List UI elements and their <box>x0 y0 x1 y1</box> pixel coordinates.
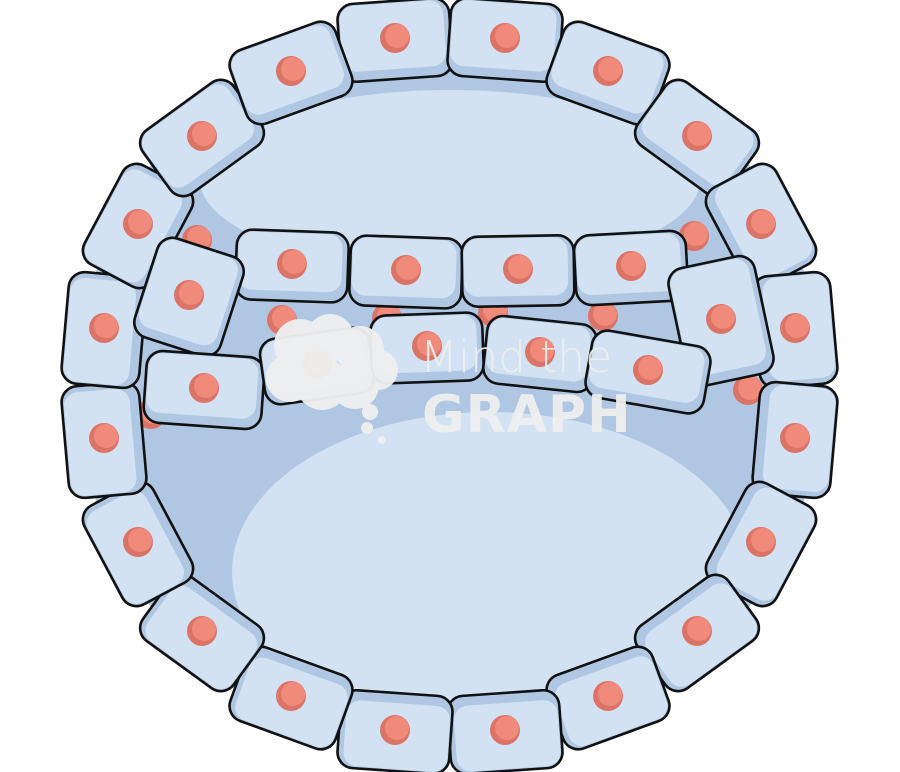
trophoblast-cell <box>751 270 839 390</box>
trophoblast-cell <box>138 78 266 198</box>
inner-mass-cell <box>234 228 350 304</box>
trophoblast-cell <box>60 270 148 390</box>
watermark-line1: Mind the <box>420 332 612 383</box>
trophoblast-cell <box>704 480 818 608</box>
inner-mass-cell <box>482 314 598 394</box>
trophoblast-cell <box>751 380 839 500</box>
trophoblast-cell <box>138 573 266 693</box>
inner-mass-cell <box>348 234 464 310</box>
trophoblast-cell <box>336 688 454 772</box>
trophoblast-ring <box>60 0 839 772</box>
trophoblast-cell <box>633 78 761 198</box>
trophoblast-cell <box>446 0 564 84</box>
inner-mass-cell <box>572 229 690 307</box>
watermark-line2: GRAPH <box>422 385 632 445</box>
watermark: Mind the GRAPH <box>266 314 632 445</box>
trophoblast-cell <box>446 688 564 772</box>
inner-mass-cell <box>142 349 266 431</box>
trophoblast-cell <box>545 645 671 751</box>
trophoblast-cell <box>228 20 354 126</box>
brain-logo-icon <box>266 314 398 444</box>
inner-mass-cell <box>132 236 246 358</box>
inner-mass-cell <box>460 234 576 308</box>
upper-cavity <box>200 90 700 270</box>
trophoblast-cell <box>336 0 454 84</box>
trophoblast-cell <box>545 20 671 126</box>
trophoblast-cell <box>60 380 148 500</box>
trophoblast-cell <box>81 480 195 608</box>
trophoblast-cell <box>228 645 354 751</box>
inner-mass-cell <box>584 329 712 415</box>
